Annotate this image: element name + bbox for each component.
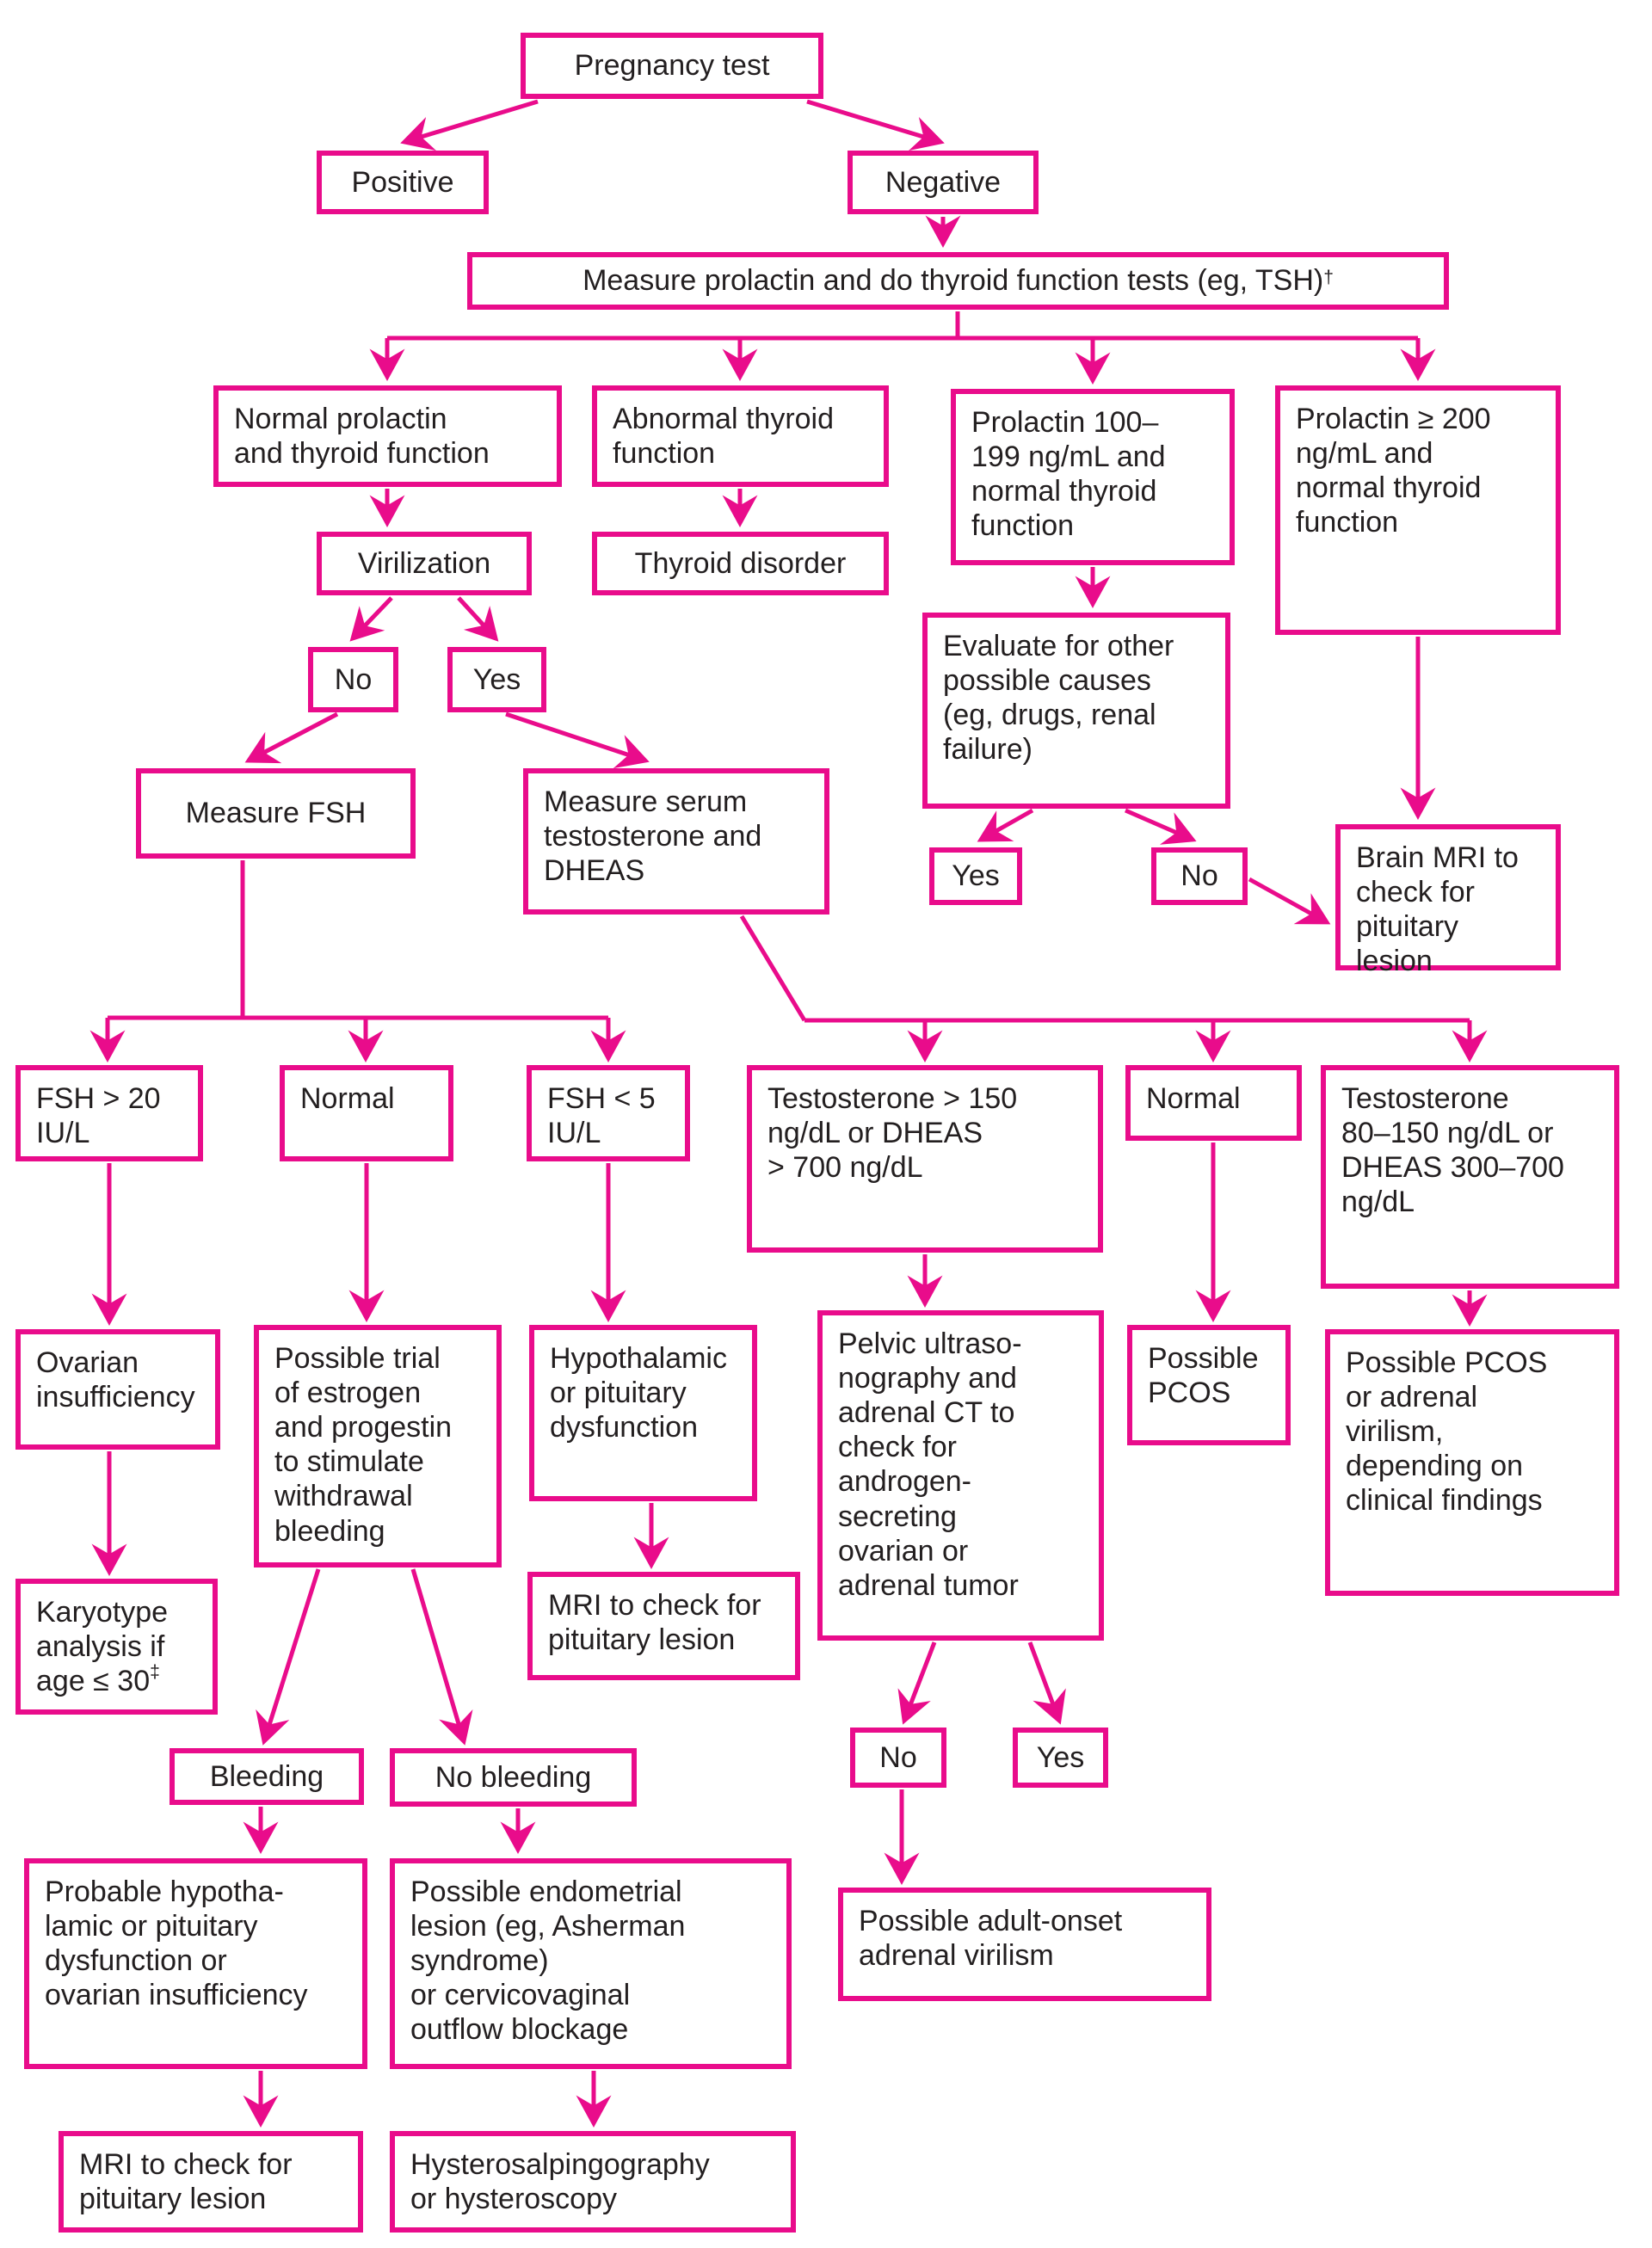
node-karyotype-analysis: Karyotype analysis if age ≤ 30‡ xyxy=(15,1579,218,1715)
edge-pregnancy-positive xyxy=(400,99,539,151)
node-label: Testosterone > 150 ng/dL or DHEAS > 700 … xyxy=(767,1082,1018,1185)
node-label: Measure prolactin and do thyroid functio… xyxy=(583,264,1324,298)
edge-yes-measureserum xyxy=(505,711,650,769)
node-brain-mri: Brain MRI to check for pituitary lesion xyxy=(1335,824,1561,977)
node-measure-fsh: Measure FSH xyxy=(136,768,416,859)
node-label: Yes xyxy=(472,662,521,696)
node-label: Probable hypotha- lamic or pituitary dys… xyxy=(45,1875,308,2012)
node-label: Pelvic ultraso- nography and adrenal CT … xyxy=(838,1327,1022,1602)
node-label: Abnormal thyroid function xyxy=(613,403,835,471)
node-label: Hysterosalpingography or hysteroscopy xyxy=(410,2148,710,2216)
node-mri-pituitary-1: MRI to check for pituitary lesion xyxy=(527,1572,800,1680)
node-label: Yes xyxy=(952,859,1000,893)
node-adult-onset-adrenal-virilism: Possible adult-onset adrenal virilism xyxy=(838,1888,1211,2001)
node-evaluate-no: No xyxy=(1151,847,1248,905)
node-abnormal-thyroid: Abnormal thyroid function xyxy=(592,385,889,487)
node-probable-hypothalamic: Probable hypotha- lamic or pituitary dys… xyxy=(24,1858,367,2069)
node-label: Possible endometrial lesion (eg, Asherma… xyxy=(410,1875,686,2047)
edge-serum-diagonal xyxy=(739,915,807,1022)
node-pelvic-no: No xyxy=(850,1728,946,1788)
node-pregnancy-test: Pregnancy test xyxy=(521,33,823,99)
node-label: FSH > 20 IU/L xyxy=(36,1082,161,1150)
node-label: Measure serum testosterone and DHEAS xyxy=(544,785,762,888)
node-label: Ovarian insufficiency xyxy=(36,1346,195,1414)
node-label: FSH < 5 IU/L xyxy=(547,1082,656,1150)
node-possible-pcos-adrenal: Possible PCOS or adrenal virilism, depen… xyxy=(1325,1329,1619,1596)
node-ovarian-insufficiency: Ovarian insufficiency xyxy=(15,1329,220,1450)
node-normal-prolactin: Normal prolactin and thyroid function xyxy=(213,385,562,487)
node-label: Virilization xyxy=(357,546,491,580)
node-measure-prolactin: Measure prolactin and do thyroid functio… xyxy=(467,252,1449,310)
node-fsh-gt-20: FSH > 20 IU/L xyxy=(15,1065,203,1161)
node-measure-serum-testosterone: Measure serum testosterone and DHEAS xyxy=(523,768,829,915)
edge-pregnancy-negative xyxy=(806,99,945,151)
node-possible-pcos: Possible PCOS xyxy=(1127,1325,1291,1445)
node-label: Possible trial of estrogen and progestin… xyxy=(274,1342,453,1548)
node-no-bleeding: No bleeding xyxy=(390,1748,637,1807)
node-label: Hypothalamic or pituitary dysfunction xyxy=(550,1342,727,1444)
node-hysterosalpingography: Hysterosalpingography or hysteroscopy xyxy=(390,2131,796,2233)
node-label: Pregnancy test xyxy=(574,49,770,83)
edge-pelvic-no xyxy=(897,1641,937,1725)
node-prolactin-200: Prolactin ≥ 200 ng/mL and normal thyroid… xyxy=(1275,385,1561,635)
edge-trial-nobleeding xyxy=(410,1568,473,1746)
edge-evaluate-yes xyxy=(977,808,1034,842)
node-pelvic-ultrasonography: Pelvic ultraso- nography and adrenal CT … xyxy=(817,1310,1104,1641)
double-dagger-footnote-mark: ‡ xyxy=(150,1661,160,1682)
node-label: Bleeding xyxy=(209,1759,324,1793)
node-label: Normal prolactin and thyroid function xyxy=(234,403,490,471)
node-label: Possible PCOS or adrenal virilism, depen… xyxy=(1346,1346,1548,1518)
edge-virilization-yes xyxy=(457,596,499,642)
node-hypothalamic-dysfunction: Hypothalamic or pituitary dysfunction xyxy=(529,1325,757,1501)
node-label: MRI to check for pituitary lesion xyxy=(79,2148,293,2216)
node-evaluate-other-causes: Evaluate for other possible causes (eg, … xyxy=(922,613,1230,809)
node-label: Testosterone 80–150 ng/dL or DHEAS 300–7… xyxy=(1341,1082,1564,1219)
node-fsh-normal: Normal xyxy=(280,1065,453,1161)
node-testosterone-high: Testosterone > 150 ng/dL or DHEAS > 700 … xyxy=(747,1065,1103,1253)
node-evaluate-yes: Yes xyxy=(929,847,1022,905)
node-label: No xyxy=(1180,859,1218,893)
edge-pelvic-yes xyxy=(1027,1641,1066,1725)
edge-trial-bleeding xyxy=(256,1568,321,1746)
node-possible-endometrial-lesion: Possible endometrial lesion (eg, Asherma… xyxy=(390,1858,792,2069)
node-label: Yes xyxy=(1036,1740,1085,1774)
node-bleeding: Bleeding xyxy=(170,1748,364,1805)
node-virilization-no: No xyxy=(308,647,398,712)
node-label: Prolactin 100– 199 ng/mL and normal thyr… xyxy=(971,406,1166,543)
node-label: MRI to check for pituitary lesion xyxy=(548,1589,761,1657)
node-label: Brain MRI to check for pituitary lesion xyxy=(1356,841,1519,978)
node-label: Prolactin ≥ 200 ng/mL and normal thyroid… xyxy=(1296,403,1491,539)
node-label: Normal xyxy=(300,1082,395,1115)
node-label: Evaluate for other possible causes (eg, … xyxy=(943,630,1174,767)
node-fsh-lt-5: FSH < 5 IU/L xyxy=(527,1065,690,1161)
node-testosterone-mid: Testosterone 80–150 ng/dL or DHEAS 300–7… xyxy=(1321,1065,1619,1289)
node-label: No xyxy=(879,1740,917,1774)
node-label: Possible adult-onset adrenal virilism xyxy=(859,1905,1123,1973)
node-label: Thyroid disorder xyxy=(634,546,847,580)
edge-evaluate-no xyxy=(1125,808,1197,845)
node-label: Negative xyxy=(885,165,1002,199)
node-thyroid-disorder: Thyroid disorder xyxy=(592,532,889,595)
node-prolactin-100-199: Prolactin 100– 199 ng/mL and normal thyr… xyxy=(951,389,1235,565)
node-virilization-yes: Yes xyxy=(447,647,546,712)
node-label: Measure FSH xyxy=(185,797,367,830)
node-label: No xyxy=(334,662,373,696)
node-negative: Negative xyxy=(848,151,1039,214)
node-label: Possible PCOS xyxy=(1148,1342,1259,1410)
node-pelvic-yes: Yes xyxy=(1013,1728,1108,1788)
node-virilization: Virilization xyxy=(317,532,532,595)
node-label: Positive xyxy=(351,165,454,199)
edge-no-brainmri xyxy=(1248,877,1331,925)
node-mri-pituitary-2: MRI to check for pituitary lesion xyxy=(59,2131,363,2233)
node-label: Karyotype analysis if age ≤ 30 xyxy=(36,1596,169,1698)
edge-virilization-no xyxy=(349,596,393,642)
node-testosterone-normal: Normal xyxy=(1125,1065,1302,1141)
node-possible-trial-estrogen: Possible trial of estrogen and progestin… xyxy=(254,1325,502,1567)
dagger-footnote-mark: † xyxy=(1323,267,1334,287)
node-label: No bleeding xyxy=(435,1760,592,1794)
edge-no-measurefsh xyxy=(244,711,339,764)
node-positive: Positive xyxy=(317,151,489,214)
node-label: Normal xyxy=(1146,1082,1241,1115)
